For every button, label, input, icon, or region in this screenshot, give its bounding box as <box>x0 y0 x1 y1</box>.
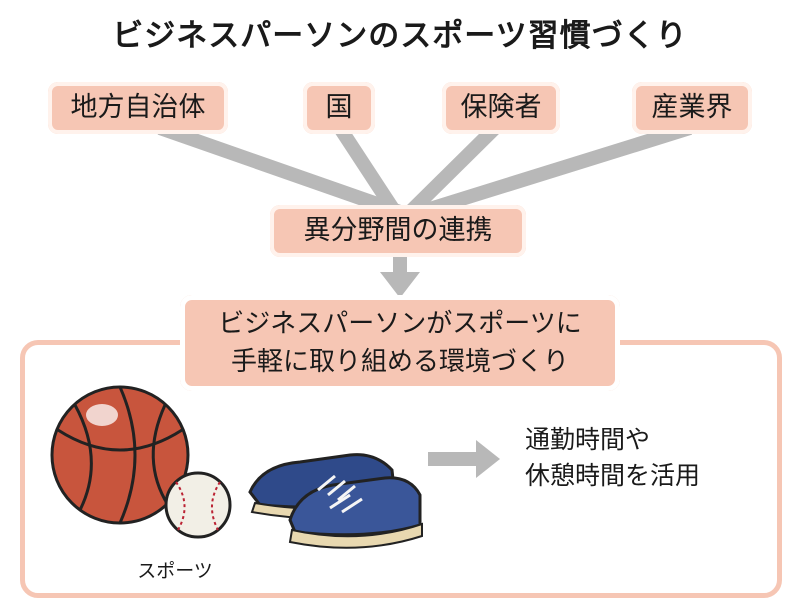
stakeholder-national: 国 <box>303 82 375 134</box>
stakeholder-insurers: 保険者 <box>442 82 560 134</box>
goal-line-1: ビジネスパーソンがスポーツに <box>218 309 582 339</box>
basketball-icon <box>50 385 190 525</box>
connector-line-2 <box>334 124 401 216</box>
page-title: ビジネスパーソンのスポーツ習慣づくり <box>112 18 688 54</box>
goal-line-2: 手軽に取り組める環境づくり <box>230 347 569 377</box>
connector-line-4 <box>417 121 693 219</box>
stakeholder-local-government: 地方自治体 <box>48 82 228 134</box>
baseball-icon <box>164 471 232 539</box>
collaboration-box: 異分野間の連携 <box>270 205 526 257</box>
time-usage-note: 通勤時間や 休憩時間を活用 <box>525 422 700 494</box>
sneakers-icon <box>248 453 423 549</box>
note-line-2: 休憩時間を活用 <box>525 461 701 490</box>
connector-line-1 <box>157 121 403 219</box>
sports-caption: スポーツ <box>137 560 213 582</box>
connector-line-3 <box>405 123 500 217</box>
right-arrow-icon <box>428 440 500 478</box>
note-line-1: 通勤時間や <box>525 425 651 454</box>
goal-box: ビジネスパーソンがスポーツに 手軽に取り組める環境づくり <box>180 295 620 391</box>
stakeholder-industry: 産業界 <box>632 82 752 134</box>
down-arrow-head <box>380 272 420 298</box>
